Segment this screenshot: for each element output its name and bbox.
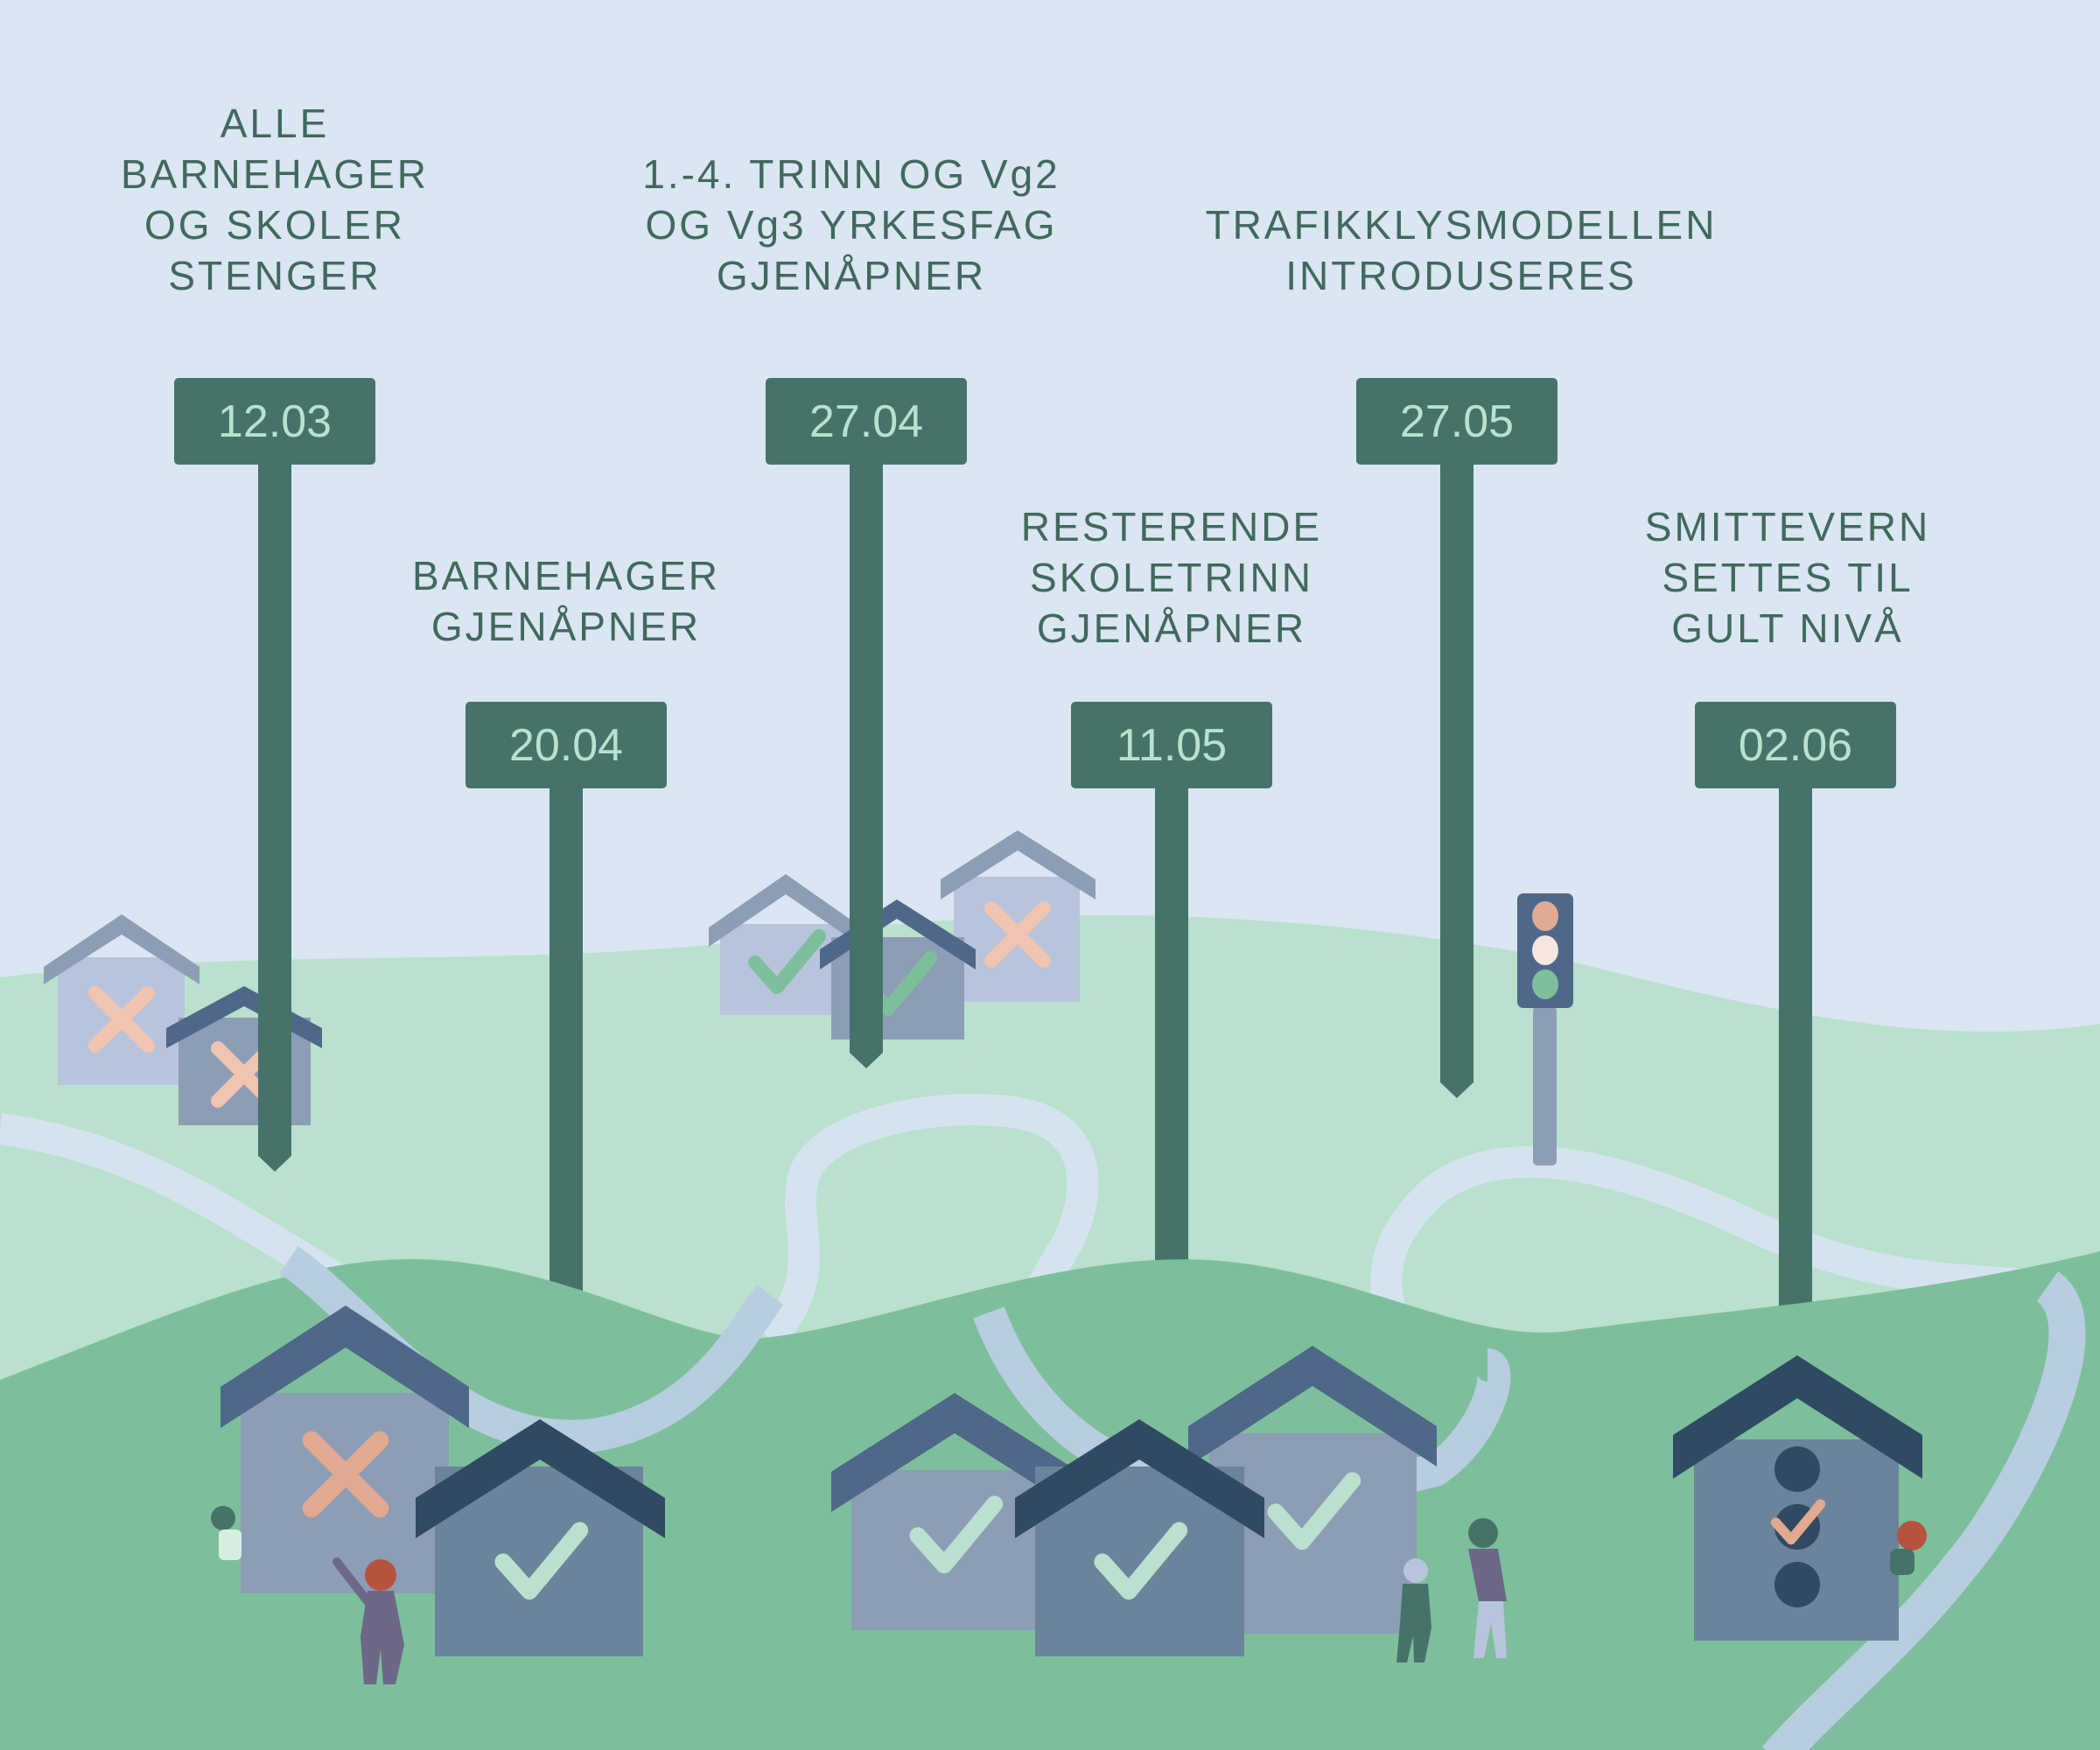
event-label-line: STENGER	[168, 253, 381, 298]
sign-pole	[550, 780, 583, 1382]
road	[1761, 1270, 2086, 1750]
event-label-line: RESTERENDE	[1021, 504, 1322, 550]
event-date: 12.03	[218, 396, 332, 447]
event-label-line: INTRODUSERES	[1285, 253, 1636, 298]
timeline-event: 11.05 RESTERENDE SKOLETRINN GJENÅPNER	[1021, 504, 1322, 1382]
event-label-line: GJENÅPNER	[431, 604, 701, 649]
road	[758, 1094, 1099, 1352]
timeline-event: 27.05 TRAFIKKLYSMODELLEN INTRODUSERES	[1206, 202, 1718, 1098]
house-closed-small	[44, 914, 200, 1085]
traffic-light	[1517, 893, 1573, 1166]
event-label-line: TRAFIKKLYSMODELLEN	[1206, 202, 1718, 248]
child	[211, 1506, 242, 1560]
timeline-event: 02.06 SMITTEVERN SETTES TIL GULT NIVÅ	[1645, 504, 1930, 1366]
road	[1370, 1145, 2041, 1422]
date-sign	[1356, 378, 1558, 465]
event-label-line: GJENÅPNER	[1037, 606, 1306, 651]
timeline-event: 20.04 BARNEHAGER GJENÅPNER	[412, 553, 720, 1382]
timeline-event: 12.03 ALLE BARNEHAGER OG SKOLER STENGER	[121, 101, 429, 1172]
red-light-icon	[1532, 901, 1558, 931]
sign-pole	[1155, 780, 1188, 1382]
date-sign	[466, 702, 667, 788]
event-label-line: GJENÅPNER	[717, 253, 986, 298]
event-date: 20.04	[509, 720, 623, 771]
date-sign	[766, 378, 967, 465]
house-open	[1015, 1419, 1264, 1656]
house-closed	[220, 1306, 469, 1593]
yellow-light-icon	[1532, 935, 1558, 965]
event-label-line: GULT NIVÅ	[1671, 606, 1904, 651]
timeline-event: 27.04 1.-4. TRINN OG Vg2 OG Vg3 YRKESFAG GJ…	[642, 151, 1060, 1068]
event-date: 02.06	[1739, 720, 1852, 771]
people-walking	[1396, 1518, 1507, 1662]
event-date: 11.05	[1116, 720, 1227, 771]
event-date: 27.05	[1400, 396, 1514, 447]
event-label-line: SETTES TIL	[1662, 555, 1913, 600]
sign-pole	[1779, 780, 1812, 1366]
event-label-line: ALLE	[220, 101, 330, 146]
event-label-line: BARNEHAGER	[121, 151, 429, 197]
event-label-line: BARNEHAGER	[412, 553, 720, 598]
sign-pole	[258, 457, 291, 1172]
green-light-icon	[1532, 970, 1558, 999]
event-label-line: SKOLETRINN	[1030, 555, 1313, 600]
date-sign	[1695, 702, 1896, 788]
house-open	[416, 1419, 665, 1656]
person-peeking	[1890, 1521, 1927, 1575]
house-open-small	[709, 874, 862, 1015]
sign-pole	[1440, 457, 1474, 1098]
event-date: 27.04	[809, 396, 923, 447]
event-label-line: OG SKOLER	[144, 202, 405, 248]
event-label-line: OG Vg3 YRKESFAG	[645, 202, 1057, 248]
house-closed-small	[941, 830, 1096, 1002]
event-label-line: 1.-4. TRINN OG Vg2	[642, 151, 1060, 197]
date-sign	[1071, 702, 1272, 788]
sign-pole	[850, 457, 883, 1068]
date-sign	[174, 378, 375, 465]
event-label-line: SMITTEVERN	[1645, 504, 1930, 550]
house-yellow-level	[1673, 1355, 1922, 1641]
person-waving	[332, 1558, 404, 1684]
